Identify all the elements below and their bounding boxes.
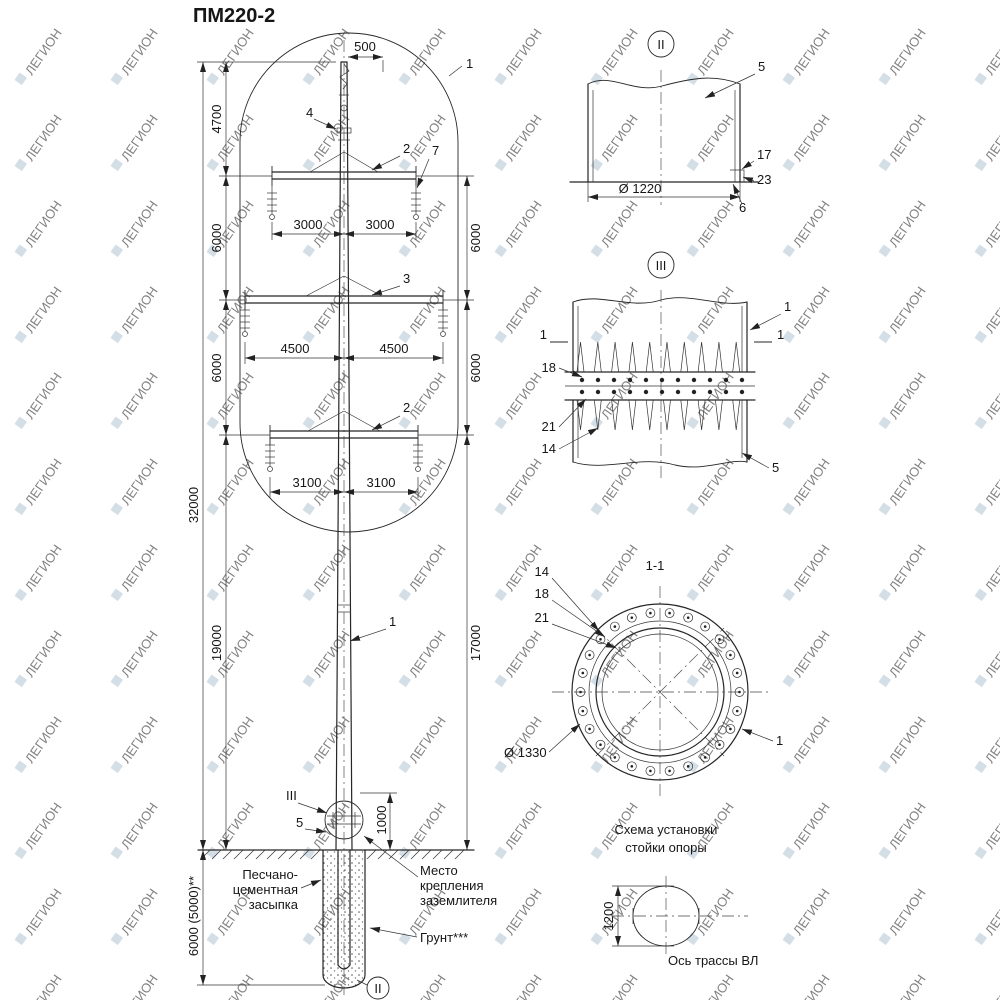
callout-III-main: III — [286, 788, 297, 803]
flange-gussets — [576, 341, 741, 431]
section-mark-left: 1 — [540, 327, 547, 342]
dim-4500-left: 4500 — [281, 341, 310, 356]
dim-32000: 32000 — [186, 487, 201, 523]
scheme-title-line1: Схема установки — [615, 822, 718, 837]
section-callout-21: 21 — [535, 610, 549, 625]
dim-6000-r2: 6000 — [468, 354, 483, 383]
callout-2-top: 2 — [403, 141, 410, 156]
detail-ii-diameter: Ø 1220 — [619, 181, 662, 196]
dim-4700: 4700 — [209, 105, 224, 134]
dim-1000: 1000 — [374, 806, 389, 835]
notes: Песчано- цементная засыпка Место креплен… — [233, 835, 497, 945]
left-dimensions: 4700 6000 6000 19000 32000 — [186, 61, 336, 850]
dim-3000-left: 3000 — [294, 217, 323, 232]
scheme-dim-1200: 1200 — [601, 902, 616, 931]
detail-ii: II 5 17 23 6 Ø 1220 — [569, 30, 771, 215]
detail-iii-balloon — [647, 251, 675, 279]
pole-balloon-outline — [239, 32, 459, 533]
dim-3100-left: 3100 — [293, 475, 322, 490]
dim-500: 500 — [354, 39, 376, 54]
foundation — [322, 849, 366, 989]
detail-ii-callout-17: 17 — [757, 147, 771, 162]
callout-7: 7 — [432, 143, 439, 158]
note-attach-line3: заземлителя — [420, 893, 497, 908]
main-view: ПМ220-2 1 500 4 — [186, 5, 497, 1000]
section-diameter: Ø 1330 — [504, 745, 547, 760]
dim-6000-r1: 6000 — [468, 224, 483, 253]
detail-ii-balloon — [647, 30, 675, 58]
detail-iii-callout-21: 21 — [542, 419, 556, 434]
note-backfill-line1: Песчано- — [242, 867, 298, 882]
detail-ii-callout-6: 6 — [739, 200, 746, 215]
note-attach-line1: Место — [420, 863, 458, 878]
drawing-title: ПМ220-2 — [193, 5, 275, 27]
flange-bolts — [579, 377, 745, 395]
crossarm-3 — [269, 410, 419, 445]
note-soil: Грунт*** — [420, 930, 468, 945]
crossarm-2 — [244, 275, 444, 310]
note-attach-line2: крепления — [420, 878, 483, 893]
dim-17000: 17000 — [468, 625, 483, 661]
scheme-title-line2: стойки опоры — [625, 840, 706, 855]
install-scheme: Схема установки стойки опоры 1200 Ось тр… — [601, 822, 758, 968]
dim-19000: 19000 — [209, 625, 224, 661]
section-callout-18: 18 — [535, 586, 549, 601]
bolt-ring — [575, 608, 745, 776]
note-backfill-line2: цементная — [233, 882, 298, 897]
detail-iii-callout-5: 5 — [772, 460, 779, 475]
detail-iii: III 1 1 1 18 21 14 5 — [540, 251, 791, 478]
right-dimensions: 6000 6000 17000 — [416, 175, 483, 850]
dim-3100-right: 3100 — [367, 475, 396, 490]
detail-ii-balloon-main — [366, 976, 390, 1000]
insulator-strings — [240, 186, 448, 472]
detail-iii-label: III — [656, 258, 667, 273]
callout-II-main: II — [374, 981, 381, 996]
section-mark-right: 1 — [777, 327, 784, 342]
callout-1-top: 1 — [466, 56, 473, 71]
detail-iii-callout-18: 18 — [542, 360, 556, 375]
dim-4500-right: 4500 — [380, 341, 409, 356]
callout-3: 3 — [403, 271, 410, 286]
dim-depth: 6000 (5000)** — [186, 876, 201, 956]
detail-ii-callout-23: 23 — [757, 172, 771, 187]
note-backfill-line3: засыпка — [249, 897, 299, 912]
pole — [335, 61, 353, 851]
callout-1-mid: 1 — [389, 614, 396, 629]
dim-6000-l2: 6000 — [209, 354, 224, 383]
dim-3000-right: 3000 — [366, 217, 395, 232]
detail-ii-callout-5: 5 — [758, 59, 765, 74]
detail-iii-callout-1: 1 — [784, 299, 791, 314]
callout-2-bottom: 2 — [403, 400, 410, 415]
section-1-1: 1-1 14 18 21 Ø 1330 1 — [504, 558, 783, 798]
detail-ii-label: II — [657, 37, 664, 52]
section-callout-14: 14 — [535, 564, 549, 579]
callout-5-main: 5 — [296, 815, 303, 830]
section-title: 1-1 — [646, 558, 665, 573]
section-callout-1: 1 — [776, 733, 783, 748]
detail-iii-callout-14: 14 — [542, 441, 556, 456]
dim-6000-l1: 6000 — [209, 224, 224, 253]
callout-4: 4 — [306, 105, 313, 120]
base-joint — [324, 800, 364, 840]
ground-hatch — [200, 849, 465, 860]
scheme-axis-label: Ось трассы ВЛ — [668, 953, 758, 968]
